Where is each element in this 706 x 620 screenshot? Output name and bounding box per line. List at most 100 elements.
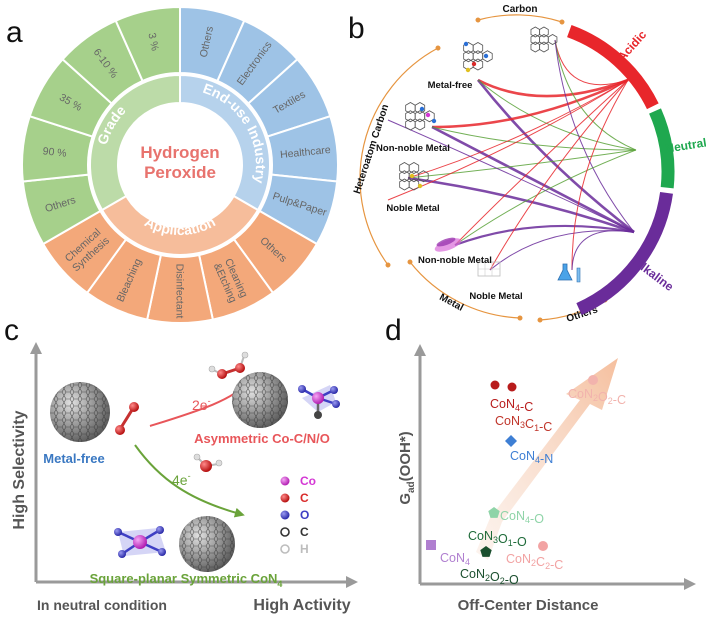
point-marker xyxy=(490,380,500,390)
chord-line xyxy=(554,39,635,233)
chord-line xyxy=(571,79,629,271)
legend-atom-swatch xyxy=(280,544,290,554)
point-marker xyxy=(538,541,548,551)
panel-d: d Off-Center Distance Gad(OOH*) CoN2O2-C… xyxy=(385,314,696,614)
o2-molecule-icon xyxy=(115,402,139,435)
structure-points: CoN2O2-CCoN4-CCoN3C1-CCoN4-NCoN4-OCoN3O1… xyxy=(426,375,626,587)
chord-line xyxy=(407,149,637,179)
metal-arc xyxy=(407,259,523,321)
point-marker xyxy=(505,435,517,447)
legend-atom-label: H xyxy=(300,542,309,556)
c-x-axis-label: High Activity xyxy=(253,597,350,614)
donut-segment-label: 3 % xyxy=(145,32,160,52)
four-electron-arrow xyxy=(134,444,245,518)
point-label: CoN4-C xyxy=(490,397,533,414)
c-y-axis-label: High Selectivity xyxy=(11,410,28,529)
legend-atom-label: Co xyxy=(300,474,316,488)
non-noble-metal-label-2: Non-noble Metal xyxy=(418,255,492,266)
donut-center xyxy=(120,105,240,225)
panel-c-letter: c xyxy=(4,314,19,347)
chord-line xyxy=(431,78,629,129)
legend-atom-swatch xyxy=(280,476,290,486)
chord-line xyxy=(554,39,637,151)
carbon-label: Carbon xyxy=(503,4,538,15)
donut-segment-label: 90 % xyxy=(42,145,67,159)
noble-metal-grid-icon xyxy=(477,261,501,277)
center-title-line2: Peroxide xyxy=(144,163,216,182)
point-label: CoN3O1-O xyxy=(468,529,527,549)
chord-line xyxy=(407,79,629,179)
four-electron-label: 4e- xyxy=(172,471,191,488)
condition-arc-alkaline xyxy=(576,191,673,315)
chord-line xyxy=(476,79,635,234)
panel-d-letter: d xyxy=(385,314,402,347)
h2o-molecule-icon xyxy=(193,453,223,472)
point-label: CoN2O2-O xyxy=(460,567,519,587)
legend-atom-swatch xyxy=(280,493,290,503)
chord-line xyxy=(387,119,635,233)
two-electron-label: 2e- xyxy=(192,396,211,413)
non-noble-metal-molecule-icon xyxy=(405,102,437,131)
condition-label-alkaline: Alkaline xyxy=(631,255,676,294)
center-title-line1: Hydrogen xyxy=(140,143,219,162)
point-label: CoN4 xyxy=(440,551,470,567)
panel-a-letter: a xyxy=(6,16,23,49)
noble-metal-label: Noble Metal xyxy=(386,203,439,214)
chord-line xyxy=(554,39,629,86)
non-noble-metal-label: Non-noble Metal xyxy=(376,143,450,154)
noble-metal-label-2: Noble Metal xyxy=(469,291,522,302)
panel-c: c High Selectivity High Activity In neut… xyxy=(4,314,358,614)
chord-line xyxy=(489,230,635,271)
point-label: CoN3C1-C xyxy=(495,414,552,434)
legend-atom-label: C xyxy=(300,491,309,505)
chord-line xyxy=(489,79,629,271)
noble-metal-molecule-icon xyxy=(399,162,429,191)
square-planar-label: Square-planar Symmetric CoN4 xyxy=(90,571,283,589)
chord-line xyxy=(571,230,635,271)
c-metal-free-label: Metal-free xyxy=(43,451,104,466)
point-label: CoN4-O xyxy=(500,509,544,526)
asymmetric-co-site-icon xyxy=(298,385,340,419)
chord-line xyxy=(477,78,629,98)
asymmetric-label: Asymmetric Co-C/N/O xyxy=(194,431,330,446)
condition-label-neutral: Neutral xyxy=(664,135,706,155)
panel-b-letter: b xyxy=(348,12,365,45)
chord-line xyxy=(454,224,635,247)
donut-segment-label: Healthcare xyxy=(280,144,332,161)
point-marker xyxy=(588,375,598,385)
metal-free-molecule-icon xyxy=(463,41,493,73)
metal-free-label: Metal-free xyxy=(428,80,473,91)
condition-label-acidic: Acidic xyxy=(615,27,650,63)
chord-line xyxy=(431,126,637,151)
donut-section-ring xyxy=(89,73,181,212)
chord-line xyxy=(454,79,629,246)
donut-outer-segment xyxy=(114,5,181,83)
condition-arc-neutral xyxy=(649,108,675,189)
trend-arrow xyxy=(476,358,618,560)
carbon-molecule-icon xyxy=(530,26,558,53)
carbon-arc xyxy=(475,14,565,25)
square-planar-cage-icon xyxy=(179,516,235,572)
legend-atom-label: O xyxy=(300,508,309,522)
chord-line xyxy=(454,149,637,246)
point-label: CoN2O2-C xyxy=(568,387,626,407)
donut-segment-label: Disinfectant xyxy=(173,264,185,319)
legend-atom-swatch xyxy=(280,510,290,520)
metal-label: Metal xyxy=(437,292,465,314)
condition-arc-acidic xyxy=(566,24,659,110)
asymmetric-cage-icon xyxy=(232,372,288,428)
point-label: CoN2C2-C xyxy=(506,552,563,572)
chord-line xyxy=(407,176,635,234)
point-marker xyxy=(426,540,436,550)
metal-cluster-icon xyxy=(434,237,462,252)
flask-icon xyxy=(557,263,581,283)
d-x-axis-label: Off-Center Distance xyxy=(458,597,599,614)
legend-atom-label: C xyxy=(300,525,309,539)
d-y-axis-label: Gad(OOH*) xyxy=(397,431,417,504)
square-planar-co-site-icon xyxy=(114,526,166,558)
panel-b: b Carbon Heteroatom Carbon Metal Others xyxy=(348,4,706,325)
